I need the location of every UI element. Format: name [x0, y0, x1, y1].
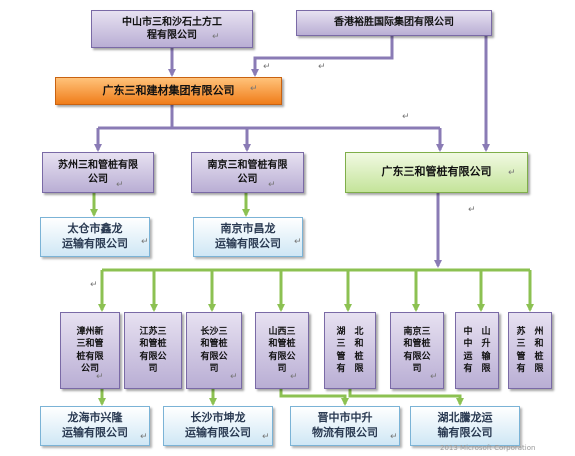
node-guangdong-jiancai: 广东三和建材集团有限公司: [55, 77, 282, 105]
paragraph-mark: ↵: [508, 168, 516, 178]
paragraph-mark: ↵: [263, 62, 271, 72]
node-jiangsu: 江苏三 和管桩 有限公 司: [124, 312, 182, 389]
node-nanjing-changlong: 南京市昌龙 运输有限公司: [193, 217, 303, 257]
paragraph-mark: ↵: [141, 237, 149, 247]
node-zhongshan-shashi: 中山市三和沙石土方工 程有限公司: [91, 10, 253, 48]
paragraph-mark: ↵: [402, 112, 410, 122]
node-changsha-kunlong: 长沙市坤龙 运输有限公司: [163, 406, 273, 446]
paragraph-mark: ↵: [140, 432, 148, 442]
paragraph-mark: ↵: [268, 180, 276, 190]
node-suzhou-2: 苏 州 三 和 管 桩 有 限: [508, 312, 552, 389]
node-hubei-tenglong: 湖北騰龙运 输有限公司: [410, 406, 520, 446]
node-guangdong-guanzhuang: 广东三和管桩有限公司: [345, 152, 528, 193]
paragraph-mark: ↵: [290, 372, 298, 382]
node-longhai-xinglong: 龙海市兴隆 运输有限公司: [40, 406, 150, 446]
node-nanjing-guanzhuang: 南京三和管桩有限 公司: [191, 152, 304, 193]
node-suzhou-guanzhuang: 苏州三和管桩有限 公司: [42, 152, 154, 193]
paragraph-mark: ↵: [262, 432, 270, 442]
node-jinzhong-zhongsheng: 晋中市中升 物流有限公司: [290, 406, 400, 446]
green-connectors: [90, 193, 534, 406]
node-shanxi: 山西三 和管桩 有限公 司: [255, 312, 309, 389]
purple-connectors: [94, 36, 490, 268]
paragraph-mark: ↵: [96, 372, 104, 382]
paragraph-mark: ↵: [390, 432, 398, 442]
paragraph-mark: ↵: [318, 62, 326, 72]
node-hubei: 湖 北 三 和 管 桩 有 限: [324, 312, 376, 389]
node-taicang-xinlong: 太仓市鑫龙 运输有限公司: [40, 217, 150, 257]
paragraph-mark: ↵: [90, 280, 98, 290]
node-nanjing-2: 南京三 和管桩 有限公 司: [390, 312, 444, 389]
paragraph-mark: ↵: [430, 372, 438, 382]
paragraph-mark: ↵: [468, 205, 476, 215]
node-zhangzhou: 漳州新 三和管 桩有限 公司: [60, 312, 120, 389]
paragraph-mark: ↵: [212, 32, 220, 42]
paragraph-mark: ↵: [116, 180, 124, 190]
edge-hubei-tenglong: [348, 389, 464, 406]
paragraph-mark: ↵: [250, 84, 258, 94]
edge-hongkong-jiancai: [251, 36, 394, 77]
node-zhongshan-zhongsheng: 中 山 中 升 运 输 有 限: [455, 312, 499, 389]
footer-text: 2013 Microsoft Corporation: [440, 444, 536, 452]
node-changsha: 长沙三 和管桩 有限公 司: [186, 312, 242, 389]
edge-shanxi-jinzhong: [279, 389, 349, 406]
paragraph-mark: ↵: [230, 372, 238, 382]
bus-jiancai: [170, 105, 440, 130]
paragraph-mark: ↵: [294, 237, 302, 247]
node-hongkong-yusheng: 香港裕胜国际集团有限公司: [296, 10, 492, 36]
